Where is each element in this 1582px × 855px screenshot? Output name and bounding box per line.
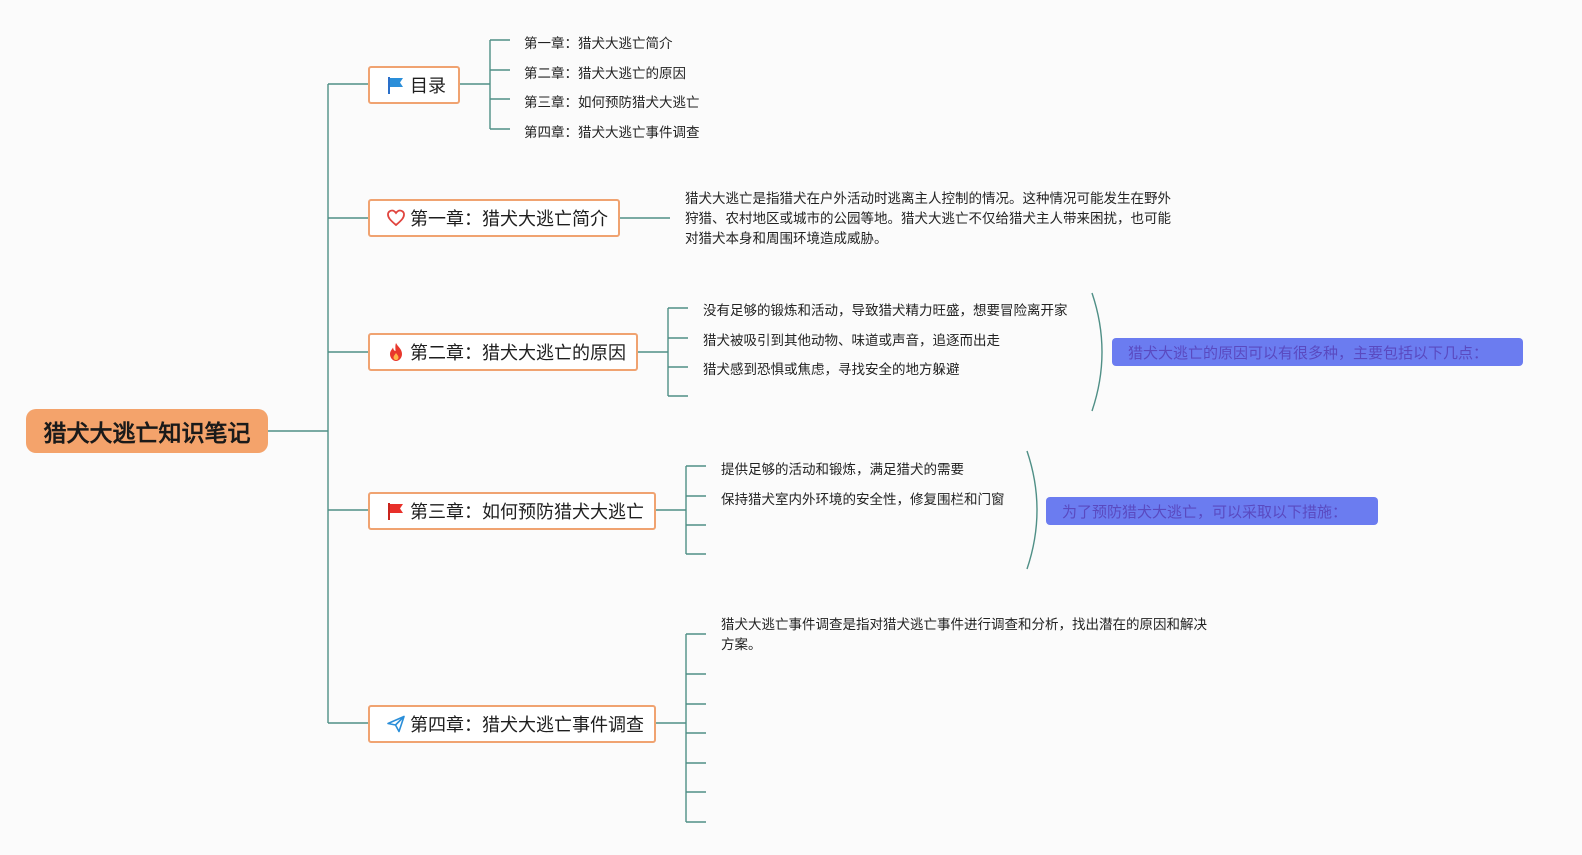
flag-blue-icon [386,74,406,96]
branch-ch3-label: 第三章：如何预防猎犬大逃亡 [410,502,644,523]
branch-ch4-label: 第四章：猎犬大逃亡事件调查 [410,715,644,736]
ch4-connector [656,633,706,823]
branch-ch2[interactable]: 第二章：猎犬大逃亡的原因 [368,333,638,371]
toc-item[interactable]: 第三章：如何预防猎犬大逃亡 [524,95,700,111]
toc-item[interactable]: 第二章：猎犬大逃亡的原因 [524,66,686,82]
ch3-connector [656,465,706,555]
ch2-summary[interactable]: 猎犬大逃亡的原因可以有很多种，主要包括以下几点： [1112,338,1523,366]
fire-icon [386,341,406,363]
ch2-reason-item[interactable]: 猎犬被吸引到其他动物、味道或声音，追逐而出走 [703,333,1000,349]
branch-ch3[interactable]: 第三章：如何预防猎犬大逃亡 [368,492,656,530]
ch2-summary-brace [1091,292,1103,412]
flag-red-icon [386,500,406,522]
branch-ch1-label: 第一章：猎犬大逃亡简介 [410,209,608,230]
branch-toc[interactable]: 目录 [368,66,460,104]
branch-ch4[interactable]: 第四章：猎犬大逃亡事件调查 [368,705,656,743]
ch4-description: 猎犬大逃亡事件调查是指对猎犬逃亡事件进行调查和分析，找出潜在的原因和解决方案。 [721,617,1207,653]
ch3-summary[interactable]: 为了预防猎犬大逃亡，可以采取以下措施： [1046,497,1378,525]
toc-item[interactable]: 第四章：猎犬大逃亡事件调查 [524,125,700,141]
ch1-description: 猎犬大逃亡是指猎犬在户外活动时逃离主人控制的情况。这种情况可能发生在野外狩猎、农… [685,191,1171,247]
branch-toc-label: 目录 [410,76,446,97]
branch-ch1[interactable]: 第一章：猎犬大逃亡简介 [368,199,620,237]
ch2-connector [638,307,688,397]
heart-icon [386,207,406,229]
ch3-summary-text: 为了预防猎犬大逃亡，可以采取以下措施： [1062,502,1348,521]
ch3-measure-item[interactable]: 提供足够的活动和锻炼，满足猎犬的需要 [721,462,964,478]
branch-ch2-label: 第二章：猎犬大逃亡的原因 [410,343,626,364]
send-icon [386,713,406,735]
ch2-summary-text: 猎犬大逃亡的原因可以有很多种，主要包括以下几点： [1128,343,1489,362]
toc-item[interactable]: 第一章：猎犬大逃亡简介 [524,36,673,52]
toc-connector [460,39,510,130]
root-topic[interactable]: 猎犬大逃亡知识笔记 [26,409,268,453]
ch3-measure-item[interactable]: 保持猎犬室内外环境的安全性，修复围栏和门窗 [721,492,1005,508]
root-label: 猎犬大逃亡知识笔记 [43,421,251,447]
ch3-summary-brace [1026,450,1038,570]
ch2-reason-item[interactable]: 没有足够的锻炼和活动，导致猎犬精力旺盛，想要冒险离开家 [703,303,1068,319]
ch2-reason-item[interactable]: 猎犬感到恐惧或焦虑，寻找安全的地方躲避 [703,362,960,378]
